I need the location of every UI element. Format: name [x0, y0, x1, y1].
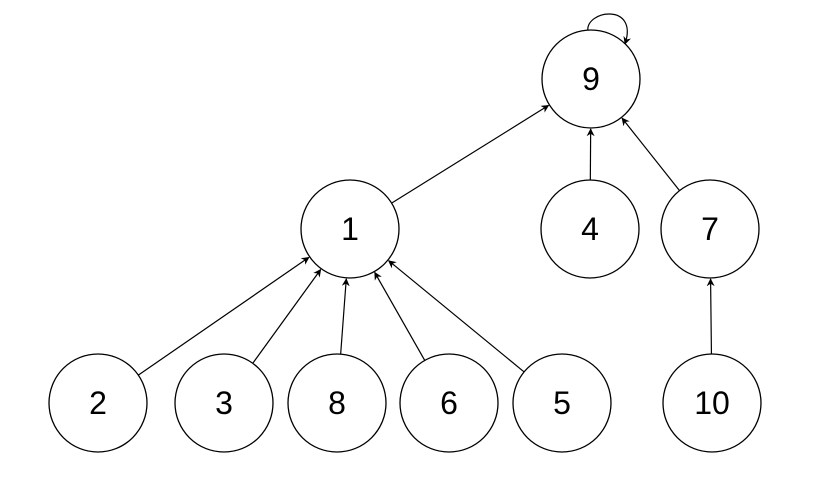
- node-5: 5: [512, 353, 612, 453]
- node-label: 5: [553, 385, 571, 421]
- edge-5-to-1: [388, 260, 525, 373]
- edges-layer: [137, 13, 715, 376]
- edge-2-to-1: [137, 256, 310, 376]
- node-6: 6: [399, 353, 499, 453]
- edge-8-to-1: [340, 278, 350, 355]
- node-label: 4: [581, 211, 599, 247]
- node-circle: [287, 353, 387, 453]
- node-label: 8: [328, 385, 346, 421]
- edge-10-to-7: [706, 278, 715, 355]
- node-7: 7: [660, 179, 760, 279]
- node-10: 10: [662, 353, 762, 453]
- node-1: 1: [300, 179, 400, 279]
- nodes-layer: 9 1 4 7 2 3 8 6 5 10: [48, 29, 762, 453]
- node-circle: [540, 179, 640, 279]
- node-circle: [399, 353, 499, 453]
- node-label: 2: [89, 385, 107, 421]
- edge-1-to-9: [391, 104, 550, 204]
- node-circle: [660, 179, 760, 279]
- node-circle: [541, 29, 641, 129]
- node-circle: [48, 353, 148, 453]
- node-label: 9: [582, 61, 600, 97]
- edge-9-to-9-self-loop: [587, 13, 632, 45]
- node-2: 2: [48, 353, 148, 453]
- node-circle: [662, 353, 762, 453]
- node-label: 1: [341, 211, 359, 247]
- node-3: 3: [174, 353, 274, 453]
- edge-6-to-1: [374, 271, 426, 361]
- node-label: 7: [701, 211, 719, 247]
- node-circle: [300, 179, 400, 279]
- edge-3-to-1: [252, 268, 322, 364]
- node-label: 6: [440, 385, 458, 421]
- edge-7-to-9: [621, 117, 681, 191]
- node-4: 4: [540, 179, 640, 279]
- node-label: 3: [215, 385, 233, 421]
- node-label: 10: [694, 385, 730, 421]
- node-9: 9: [541, 29, 641, 129]
- node-8: 8: [287, 353, 387, 453]
- node-circle: [174, 353, 274, 453]
- node-circle: [512, 353, 612, 453]
